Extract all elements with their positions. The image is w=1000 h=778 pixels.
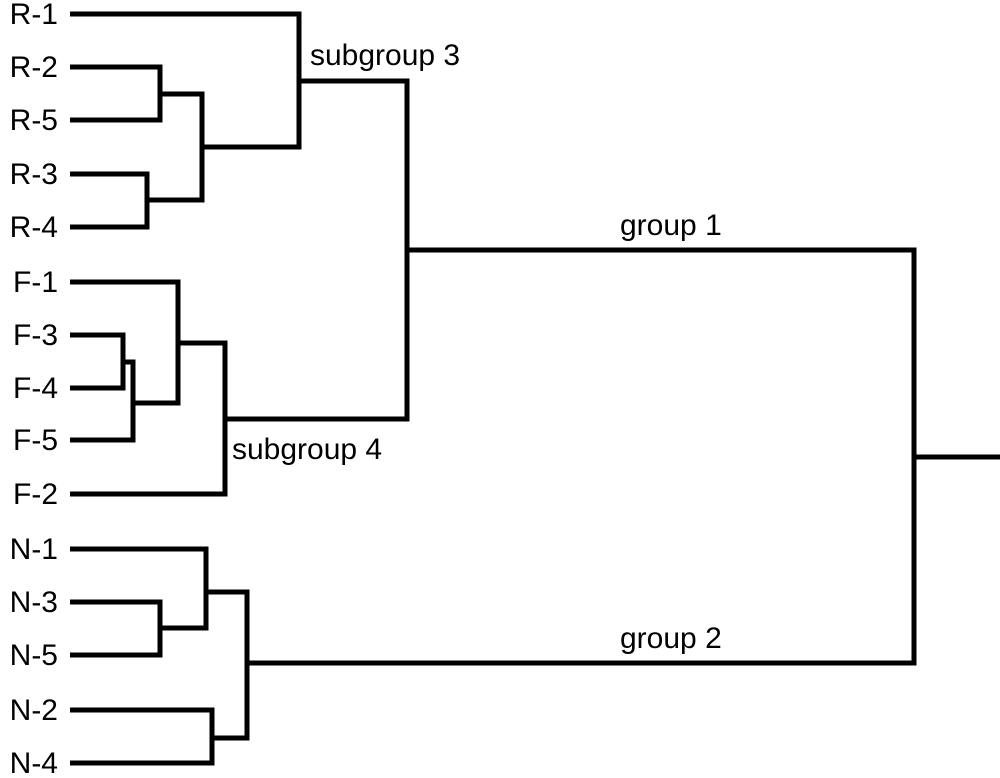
leaf-label-n-5: N-5 [10, 639, 58, 672]
branch-m-N2-N4 [70, 707, 215, 766]
leaf-label-f-2: F-2 [13, 478, 58, 511]
cluster-label-group-1: group 1 [620, 209, 722, 242]
leaf-label-r-4: R-4 [10, 211, 58, 244]
branch-m-N3-N5 [70, 599, 163, 658]
leaf-label-f-4: F-4 [13, 372, 58, 405]
cluster-labels-group: subgroup 3 subgroup 4 group 1 group 2 [232, 39, 722, 655]
leaf-label-r-2: R-2 [10, 51, 58, 84]
cluster-label-subgroup-3: subgroup 3 [310, 39, 460, 72]
leaf-label-f-5: F-5 [13, 424, 58, 457]
branch-m-R2R5-R3R4 [147, 91, 205, 203]
leaf-labels-group: R-1R-2R-5R-3R-4F-1F-3F-4F-5F-2N-1N-3N-5N… [10, 0, 58, 778]
branch-m-F3-F4 [70, 332, 126, 391]
leaf-label-n-4: N-4 [10, 747, 58, 778]
branch-m-group1 [225, 78, 410, 422]
leaf-label-f-1: F-1 [13, 266, 58, 299]
leaf-label-r-3: R-3 [10, 158, 58, 191]
branch-lines-group [70, 11, 1000, 766]
branch-m-N1-N3N5 [70, 546, 209, 631]
leaf-label-n-2: N-2 [10, 694, 58, 727]
branch-m-R3-R4 [70, 171, 150, 230]
branch-m-subgroup3 [70, 11, 302, 150]
leaf-label-r-1: R-1 [10, 0, 58, 31]
leaf-label-n-1: N-1 [10, 533, 58, 566]
leaf-label-f-3: F-3 [13, 319, 58, 352]
leaf-label-n-3: N-3 [10, 586, 58, 619]
branch-m-R2-R5 [70, 64, 163, 123]
branch-m-subgroup4 [70, 340, 228, 497]
cluster-label-subgroup-4: subgroup 4 [232, 433, 382, 466]
leaf-label-r-5: R-5 [10, 104, 58, 137]
cluster-label-group-2: group 2 [620, 622, 722, 655]
